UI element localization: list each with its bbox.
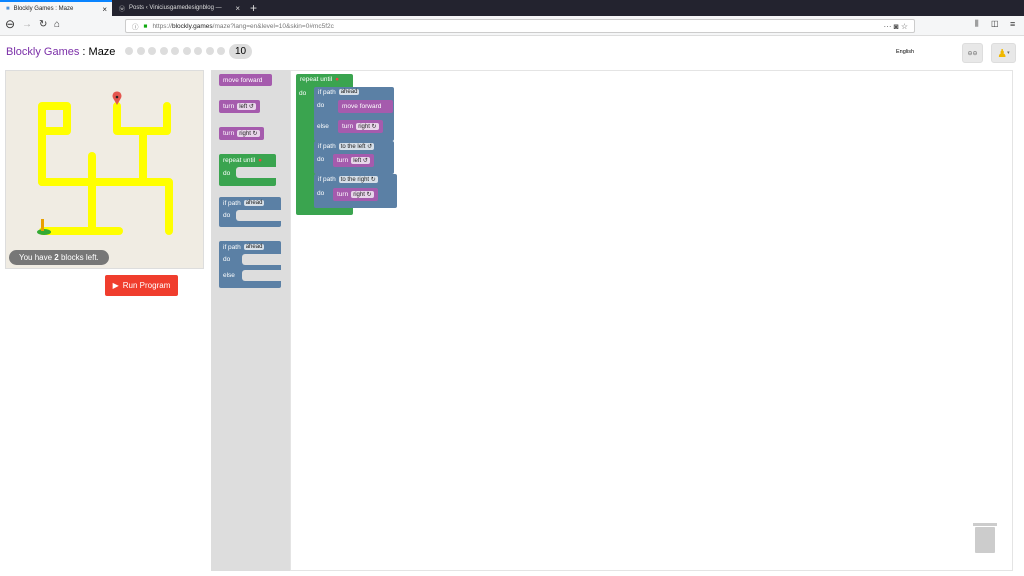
blocks-left-message: You have 2 blocks left. bbox=[9, 250, 109, 265]
home-icon[interactable]: ⌂ bbox=[54, 19, 61, 30]
url-bar[interactable]: ⓘ ■ https://blockly.games/maze?lang=en&le… bbox=[125, 19, 915, 33]
page-header: Blockly Games : Maze 10 bbox=[6, 44, 253, 59]
direction-dropdown[interactable]: left ↺ bbox=[237, 103, 256, 110]
page-actions-icons[interactable]: ··· ◙ ☆ bbox=[883, 21, 908, 31]
direction-dropdown[interactable]: right ↻ bbox=[351, 191, 374, 198]
level-dot-7[interactable] bbox=[194, 46, 203, 55]
level-dots bbox=[125, 46, 229, 58]
path-dropdown[interactable]: ahead bbox=[243, 244, 265, 250]
maze-map bbox=[37, 91, 173, 235]
path-dropdown[interactable]: ahead bbox=[243, 200, 265, 206]
level-dot-3[interactable] bbox=[148, 46, 157, 55]
tab-title: Posts ‹ Viniciusgamedesignblog — bbox=[129, 5, 222, 11]
skin-button[interactable]: ♟▾ bbox=[991, 43, 1016, 63]
toolbox-move-forward[interactable]: move forward bbox=[219, 74, 272, 86]
sidebar-icon[interactable]: ◫ bbox=[991, 19, 999, 28]
play-icon: ▶ bbox=[112, 281, 119, 290]
menu-icon[interactable]: ≡ bbox=[1010, 19, 1016, 29]
close-tab-icon[interactable]: × bbox=[235, 3, 240, 13]
level-dot-1[interactable] bbox=[125, 46, 134, 55]
tab-title: Blockly Games : Maze bbox=[13, 6, 74, 12]
level-dot-9[interactable] bbox=[217, 46, 226, 55]
tab-blockly-maze[interactable]: ■Blockly Games : Maze × bbox=[0, 0, 112, 16]
trash-icon[interactable] bbox=[973, 523, 997, 553]
info-icon: ⓘ bbox=[132, 24, 139, 31]
wordpress-icon: ⓦ bbox=[119, 6, 126, 13]
current-level[interactable]: 10 bbox=[228, 44, 253, 59]
toolbox bbox=[211, 70, 290, 571]
workspace bbox=[290, 70, 1013, 571]
game-title: Maze bbox=[88, 45, 116, 58]
link-button[interactable]: ⊖⊖ bbox=[962, 43, 983, 63]
pegman-icon bbox=[41, 219, 44, 231]
direction-dropdown[interactable]: right ↻ bbox=[356, 123, 379, 130]
url-text: https://blockly.games/maze?lang=en&level… bbox=[152, 22, 334, 30]
brand-link[interactable]: Blockly Games bbox=[6, 45, 80, 58]
run-program-button[interactable]: ▶Run Program bbox=[105, 275, 178, 296]
close-tab-icon[interactable]: × bbox=[102, 4, 107, 14]
library-icon[interactable]: ⫼ bbox=[975, 19, 979, 28]
level-dot-2[interactable] bbox=[136, 46, 145, 55]
separator: : bbox=[79, 45, 89, 58]
maze-canvas bbox=[5, 70, 204, 269]
path-dropdown[interactable]: ahead bbox=[338, 89, 360, 95]
level-dot-6[interactable] bbox=[182, 46, 191, 55]
level-dot-8[interactable] bbox=[205, 46, 214, 55]
new-tab-button[interactable]: + bbox=[250, 1, 258, 15]
forward-icon[interactable]: → bbox=[22, 19, 32, 30]
level-dot-5[interactable] bbox=[171, 46, 180, 55]
pegman-start bbox=[37, 229, 51, 235]
pegman-icon: ♟ bbox=[997, 47, 1008, 60]
goal-marker-icon: ● bbox=[335, 76, 340, 83]
lock-icon: ■ bbox=[143, 22, 148, 30]
language-select[interactable]: English bbox=[896, 49, 915, 55]
blockly-icon: ■ bbox=[6, 6, 10, 12]
maze-path bbox=[38, 102, 173, 235]
run-label: Run Program bbox=[122, 281, 171, 290]
direction-dropdown[interactable]: right ↻ bbox=[237, 130, 260, 137]
goal-marker-icon: ● bbox=[258, 157, 263, 164]
direction-dropdown[interactable]: left ↺ bbox=[351, 157, 370, 164]
link-icon: ⊖⊖ bbox=[967, 50, 978, 57]
reload-icon[interactable]: ↻ bbox=[39, 19, 48, 30]
program-move-forward[interactable]: move forward bbox=[338, 100, 393, 113]
path-dropdown[interactable]: to the right ↻ bbox=[338, 176, 378, 183]
level-dot-4[interactable] bbox=[159, 46, 168, 55]
path-dropdown[interactable]: to the left ↺ bbox=[338, 143, 375, 150]
nav-bar: ⊖ → ↻ ⌂ ⓘ ■ https://blockly.games/maze?la… bbox=[0, 16, 1024, 36]
back-icon[interactable]: ⊖ bbox=[5, 17, 16, 31]
